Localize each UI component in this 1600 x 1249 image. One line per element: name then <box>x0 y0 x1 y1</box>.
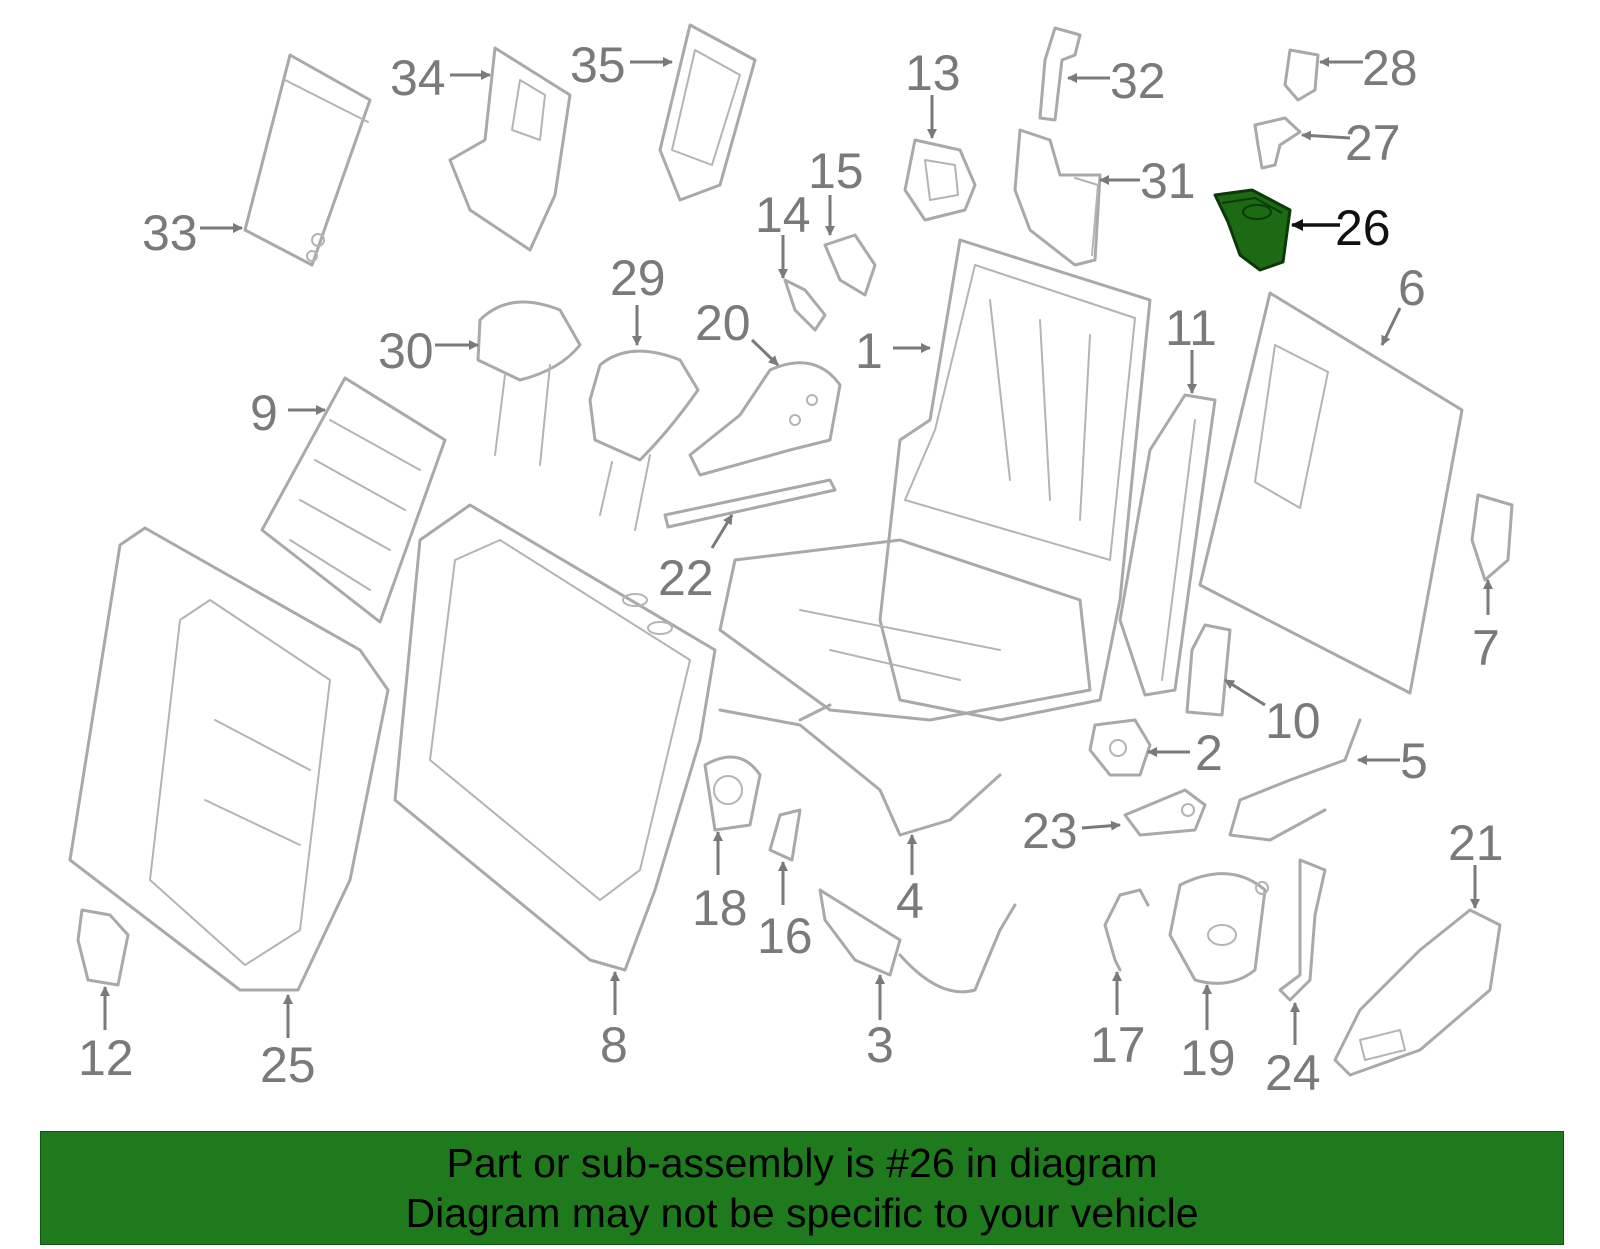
callout-31: 31 <box>1140 153 1196 209</box>
callout-29: 29 <box>610 250 666 306</box>
callout-8: 8 <box>600 1017 628 1073</box>
callout-17: 17 <box>1090 1017 1146 1073</box>
part-29-headrest <box>588 349 700 531</box>
part-11-side-rail <box>1118 393 1217 697</box>
callout-2: 2 <box>1195 725 1223 781</box>
info-banner: Part or sub-assembly is #26 in diagram D… <box>40 1131 1564 1245</box>
banner-line-disclaimer: Diagram may not be specific to your vehi… <box>405 1190 1199 1236</box>
callout-21: 21 <box>1448 815 1504 871</box>
callout-13: 13 <box>905 45 961 101</box>
part-34-trim-panel <box>448 46 572 252</box>
callout-23: 23 <box>1022 803 1078 859</box>
callout-35: 35 <box>570 37 626 93</box>
callout-15: 15 <box>808 143 864 199</box>
part-27-cap <box>1253 116 1302 170</box>
callout-27: 27 <box>1345 115 1401 171</box>
part-32-latch-rod <box>1038 26 1082 122</box>
callout-10: 10 <box>1265 693 1321 749</box>
part-21-side-shield <box>1333 908 1502 1077</box>
callout-9: 9 <box>250 385 278 441</box>
part-20-cover <box>688 361 842 477</box>
part-26-highlighted <box>1213 188 1292 272</box>
callout-22: 22 <box>658 550 714 606</box>
callout-30: 30 <box>378 323 434 379</box>
part-8-cushion <box>393 503 717 972</box>
callout-7: 7 <box>1472 620 1500 676</box>
callout-14: 14 <box>755 187 811 243</box>
callout-20: 20 <box>695 295 751 351</box>
part-22-strut <box>663 478 837 529</box>
callout-labels: 1 2 3 4 5 6 7 8 9 10 11 12 13 14 15 16 1… <box>78 37 1504 1101</box>
part-17-harness <box>1103 888 1150 972</box>
callout-12: 12 <box>78 1030 134 1086</box>
callout-32: 32 <box>1110 53 1166 109</box>
callout-25: 25 <box>260 1037 316 1093</box>
callout-6: 6 <box>1398 260 1426 316</box>
callout-arrows <box>100 57 1493 1045</box>
part-31-lock-assembly <box>1013 128 1102 267</box>
part-4-cable <box>718 703 1002 837</box>
callout-4: 4 <box>896 873 924 929</box>
part-35-frame-panel <box>658 23 757 202</box>
part-5-cable <box>1228 718 1362 842</box>
callout-3: 3 <box>866 1017 894 1073</box>
part-24-handle <box>1278 858 1327 1002</box>
part-7-trim <box>1470 493 1514 582</box>
part-14-bracket <box>783 278 827 332</box>
part-25-cushion <box>68 526 390 992</box>
part-30-headrest <box>476 300 582 466</box>
callout-5: 5 <box>1400 733 1428 789</box>
part-23-handle <box>1123 788 1207 837</box>
part-19-round-cover <box>1168 872 1269 985</box>
callout-18: 18 <box>692 880 748 936</box>
part-28-clip <box>1283 48 1320 102</box>
callout-1: 1 <box>855 323 883 379</box>
part-16-clip <box>768 808 802 862</box>
part-3-latch <box>818 888 1017 994</box>
part-10-cover <box>1185 623 1232 717</box>
part-12-trim <box>76 908 130 987</box>
part-1-seat-frame <box>718 238 1152 722</box>
part-9-spring-mat <box>260 376 447 624</box>
part-15-clip <box>823 233 877 297</box>
part-6-back-cover <box>1198 291 1464 695</box>
part-13-bracket <box>903 138 977 222</box>
callout-28: 28 <box>1362 40 1418 96</box>
callout-19: 19 <box>1180 1030 1236 1086</box>
seat-parts-diagram: 1 2 3 4 5 6 7 8 9 10 11 12 13 14 15 16 1… <box>68 23 1514 1101</box>
callout-11: 11 <box>1165 300 1217 356</box>
callout-26: 26 <box>1335 200 1391 256</box>
callout-16: 16 <box>757 908 813 964</box>
banner-line-part-number: Part or sub-assembly is #26 in diagram <box>446 1140 1158 1186</box>
callout-33: 33 <box>142 205 198 261</box>
callout-34: 34 <box>390 50 446 106</box>
callout-24: 24 <box>1265 1045 1321 1101</box>
part-2-latch <box>1088 718 1152 777</box>
part-33-backrest-panel <box>243 53 372 267</box>
part-18-reel <box>703 755 762 832</box>
